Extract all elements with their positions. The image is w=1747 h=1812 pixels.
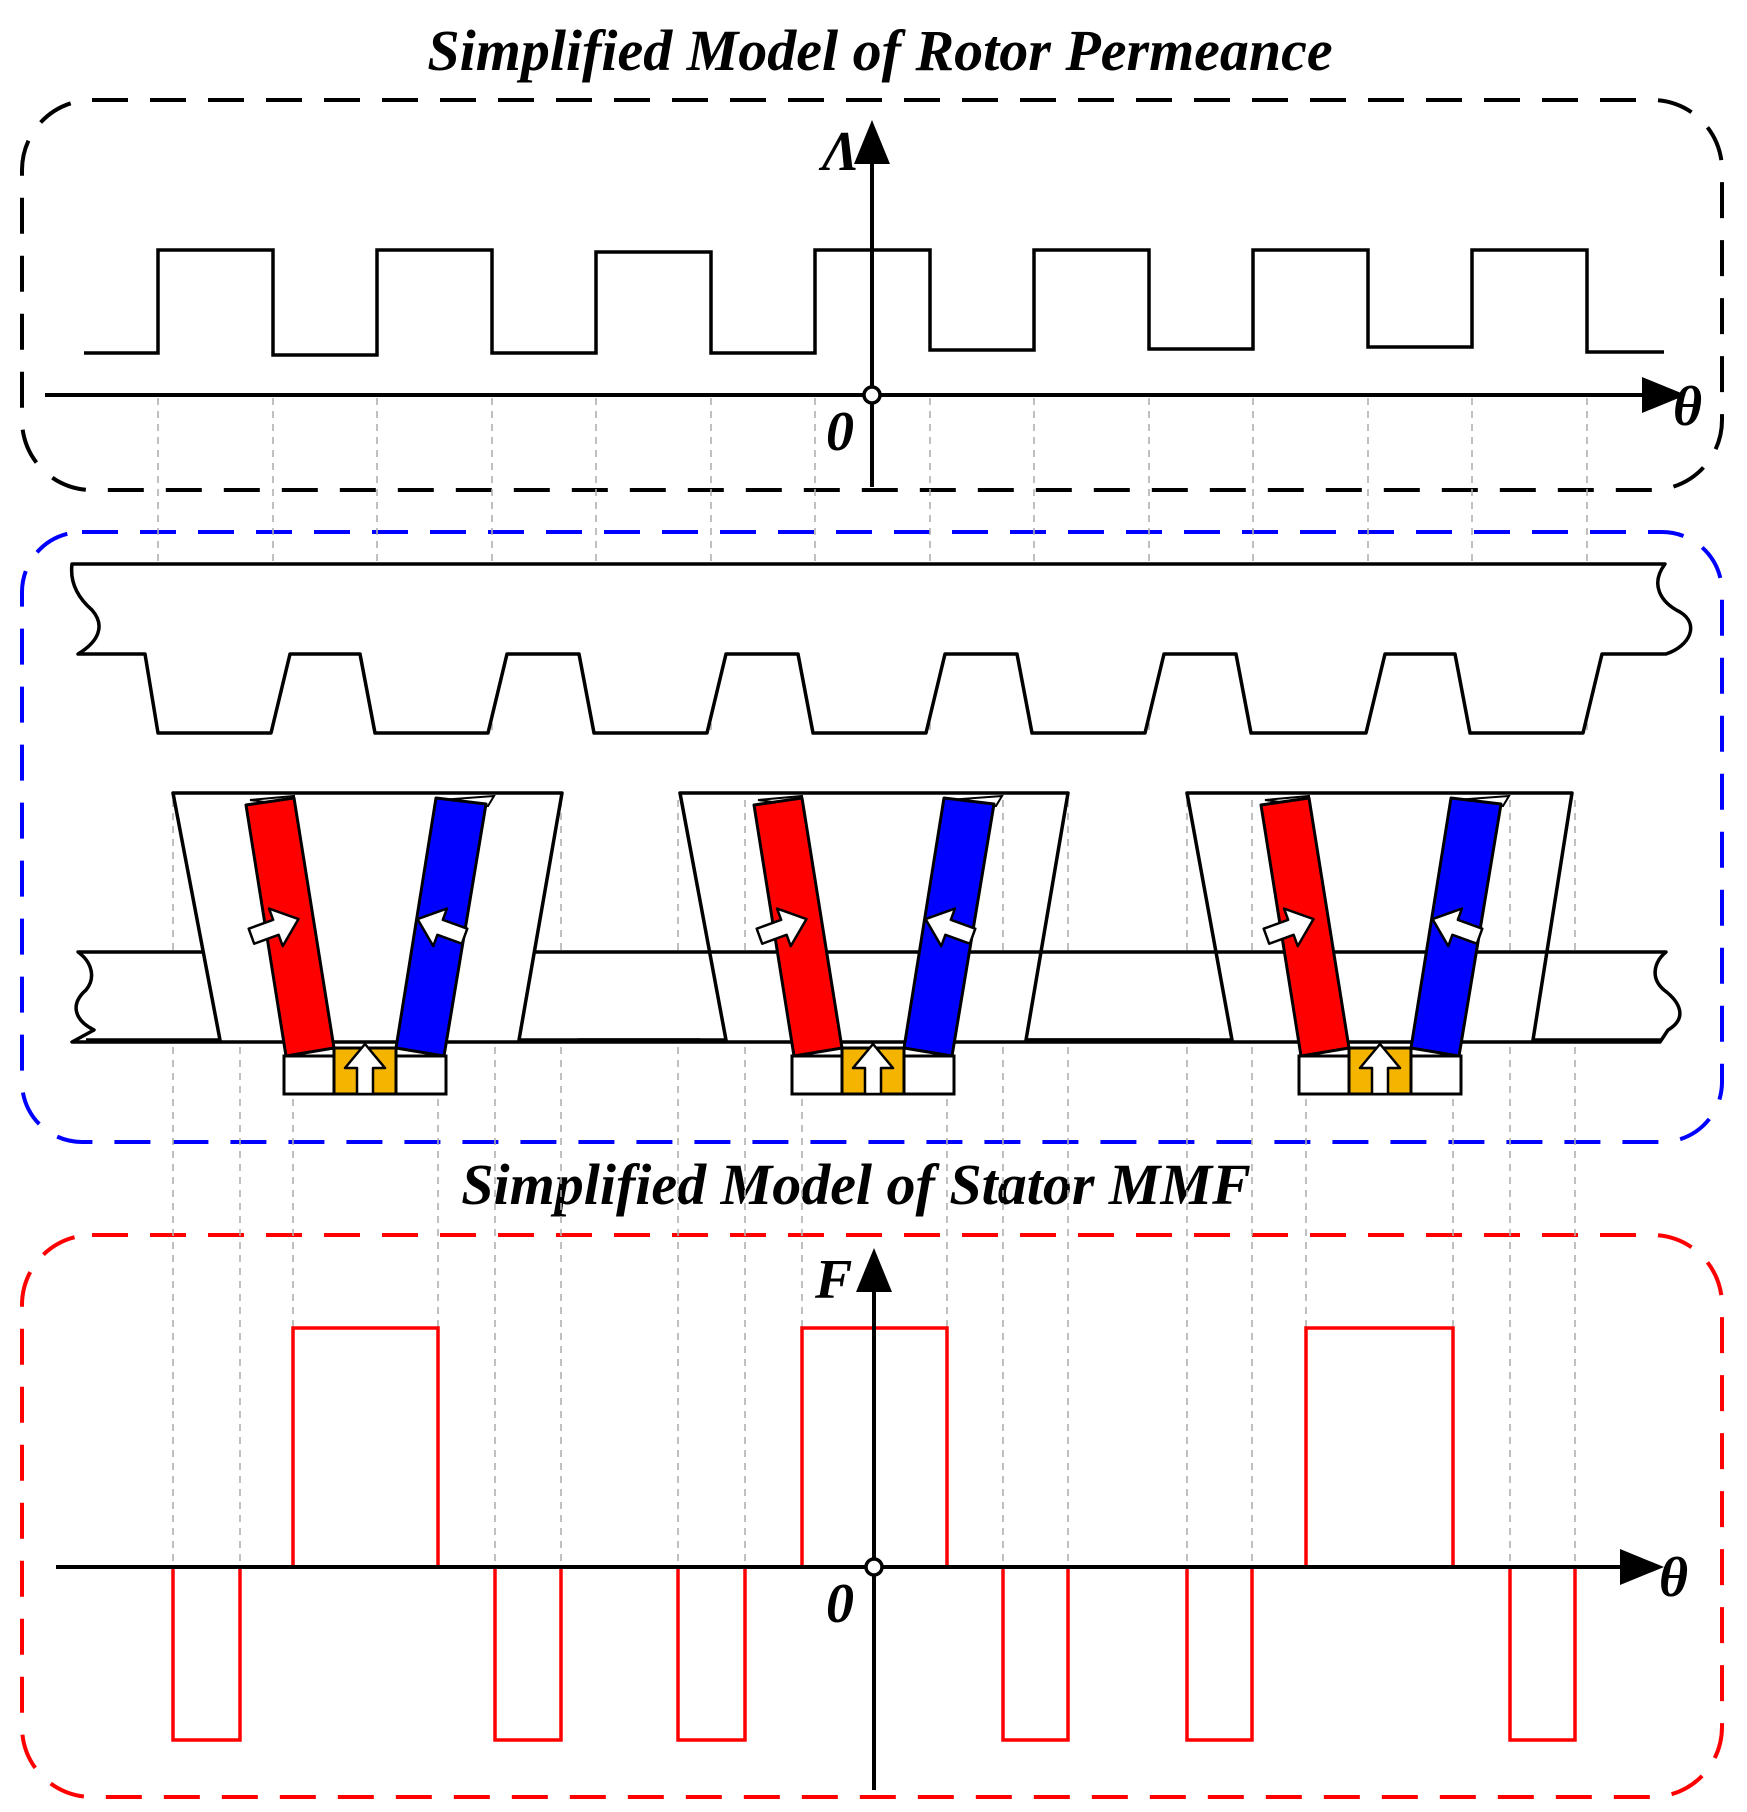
axis-arrow-icon (1642, 377, 1686, 413)
magnetization-arrow-icon (755, 907, 808, 948)
magnetization-arrow-icon (924, 907, 977, 948)
arrow-shape (924, 907, 977, 948)
magnetization-arrow-icon (247, 907, 300, 948)
magnetization-arrow-icon (1262, 907, 1315, 948)
arrow-shape (1431, 907, 1484, 948)
magnetization-arrow-icon (851, 1042, 895, 1096)
machine-cross-section (69, 562, 1693, 1096)
magnetization-arrow-icon (343, 1042, 387, 1096)
arrow-shape (416, 907, 469, 948)
magnetization-arrow-icon (1358, 1042, 1402, 1096)
origin-circle-icon (862, 385, 882, 405)
stator-tooth-1-outline (86, 791, 700, 1042)
arrow-shape (1262, 907, 1315, 948)
arrow-shape (1358, 1042, 1402, 1096)
stator-mmf-title: Simplified Model of Stator MMF (461, 1152, 1251, 1217)
permeance-plot: Λ θ 0 (45, 120, 1702, 487)
mmf-plot: F θ 0 (56, 1248, 1688, 1790)
axis-arrow-icon (854, 120, 890, 164)
arrow-shape (247, 907, 300, 948)
rotor-core (69, 562, 1693, 735)
stator-tooth-1 (173, 793, 562, 1042)
axis-arrow-icon (1620, 1549, 1664, 1585)
permeance-origin-label: 0 (826, 401, 854, 463)
magnet-module (752, 794, 1004, 1096)
mmf-waveform (56, 1326, 1650, 1742)
stator-tooth-3-outline (1026, 791, 1662, 1042)
machine-cross-section-frame (20, 530, 1724, 1144)
mmf-x-axis-label: θ (1659, 1547, 1688, 1609)
permeance-y-axis-label: Λ (818, 121, 859, 183)
mmf-origin-label: 0 (826, 1573, 854, 1635)
origin-circle-icon (864, 1557, 884, 1577)
magnet-modules (244, 794, 1511, 1096)
arrow-shape (755, 907, 808, 948)
mmf-y-axis-label: F (814, 1249, 852, 1311)
permeance-x-axis-label: θ (1673, 376, 1702, 438)
rotor-permeance-title: Simplified Model of Rotor Permeance (427, 18, 1332, 83)
arrow-shape (343, 1042, 387, 1096)
stator-mmf-frame (20, 1233, 1724, 1799)
axis-arrow-icon (856, 1248, 892, 1292)
magnetization-arrow-icon (416, 907, 469, 948)
magnet-module (1259, 794, 1511, 1096)
arrow-shape (851, 1042, 895, 1096)
magnet-module (244, 794, 496, 1096)
magnetization-arrow-icon (1431, 907, 1484, 948)
rotor-permeance-frame (20, 98, 1724, 492)
